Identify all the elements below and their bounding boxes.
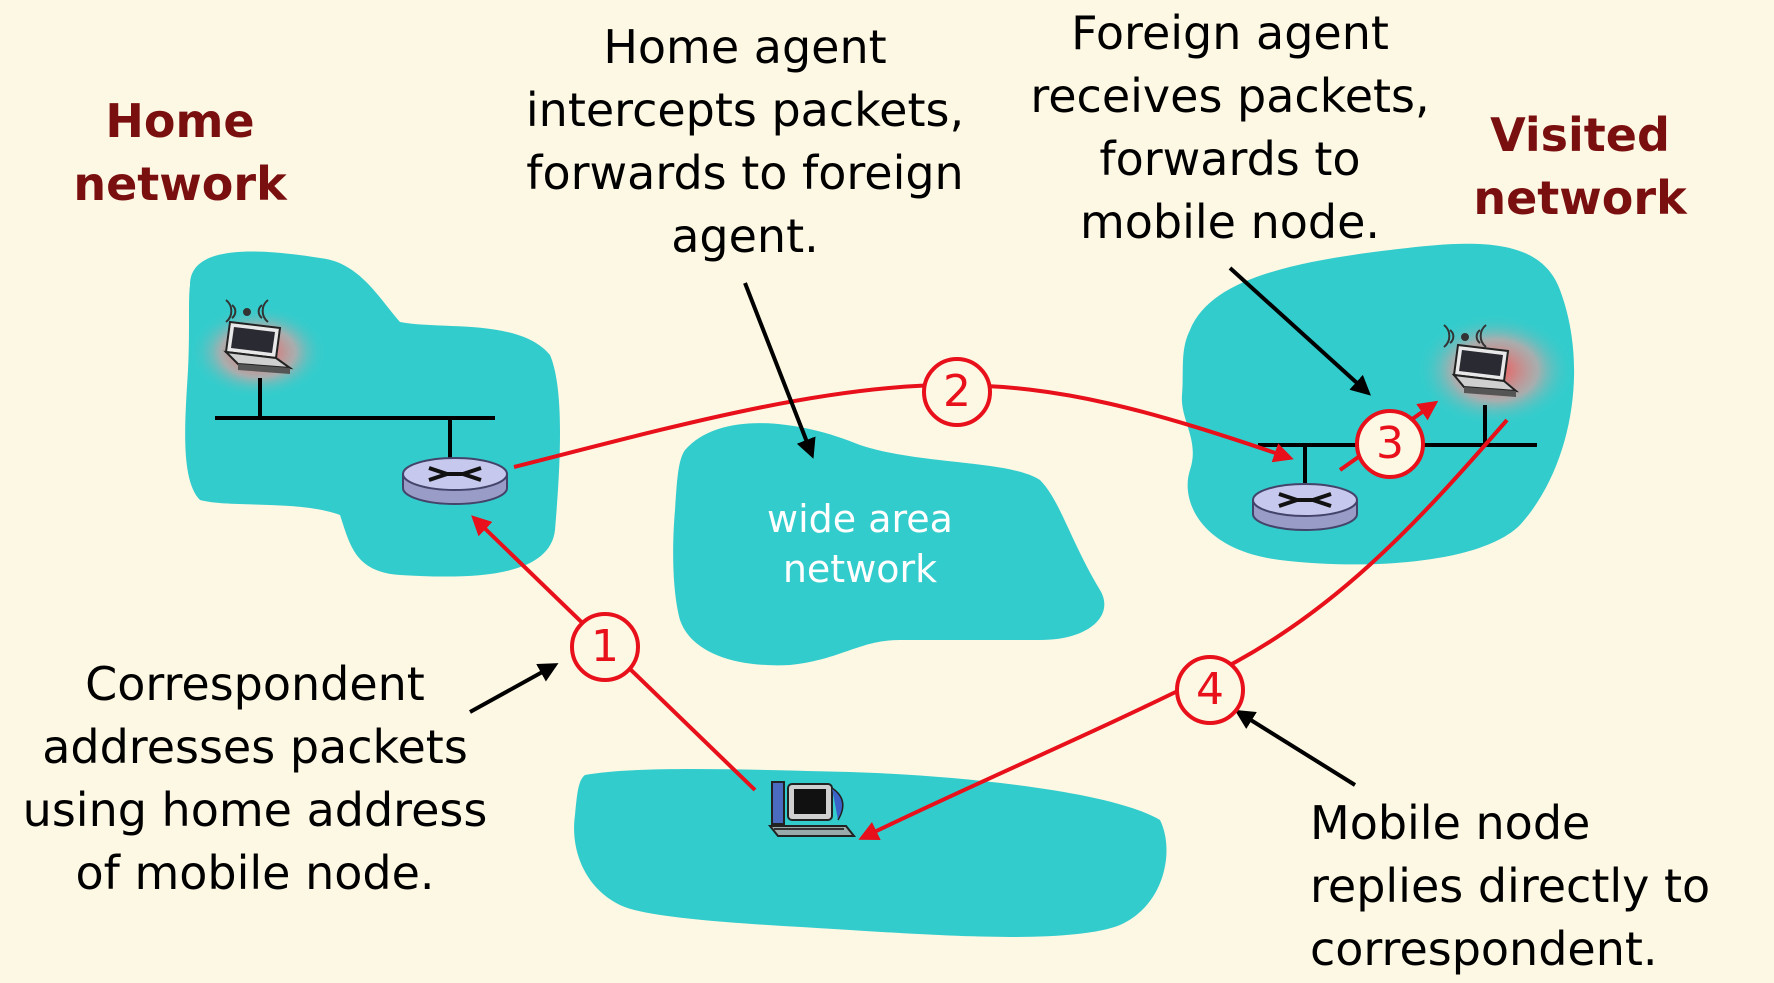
- correspondent-network-cloud: [574, 768, 1167, 937]
- visited-network-label: Visited network: [1473, 108, 1687, 225]
- step-4-marker: 4: [1175, 655, 1245, 725]
- home-agent-label: Home agent intercepts packets, forwards …: [525, 20, 965, 263]
- mobile-reply-label: Mobile node replies directly to correspo…: [1310, 796, 1711, 976]
- step2-path: [513, 382, 1294, 469]
- home-wireless-signal-icon: [225, 299, 269, 323]
- foreign-agent-pointer-arrow: [1228, 266, 1371, 396]
- step-2-marker: 2: [922, 357, 992, 427]
- home-agent-pointer-arrow: [743, 282, 816, 459]
- wide-area-network-label: wide area network: [767, 497, 953, 591]
- home-network-cloud: [185, 251, 560, 577]
- visited-laptop-icon: [1451, 343, 1520, 397]
- step-1-marker: 1: [570, 612, 640, 682]
- visited-wireless-signal-icon: [1443, 324, 1487, 348]
- foreign-router-icon: [1252, 483, 1358, 531]
- step-3-marker: 3: [1355, 409, 1425, 479]
- mobile-reply-pointer-arrow: [1234, 709, 1357, 787]
- wide-area-network-cloud: [673, 423, 1105, 666]
- home-router-icon: [402, 457, 508, 505]
- correspondent-label: Correspondent addresses packets using ho…: [22, 657, 488, 900]
- foreign-agent-label: Foreign agent receives packets, forwards…: [1030, 6, 1430, 249]
- home-laptop-icon: [223, 320, 294, 374]
- correspondent-desktop-icon: [767, 781, 857, 837]
- correspondent-pointer-arrow: [469, 663, 559, 714]
- home-network-label: Home network: [73, 94, 287, 211]
